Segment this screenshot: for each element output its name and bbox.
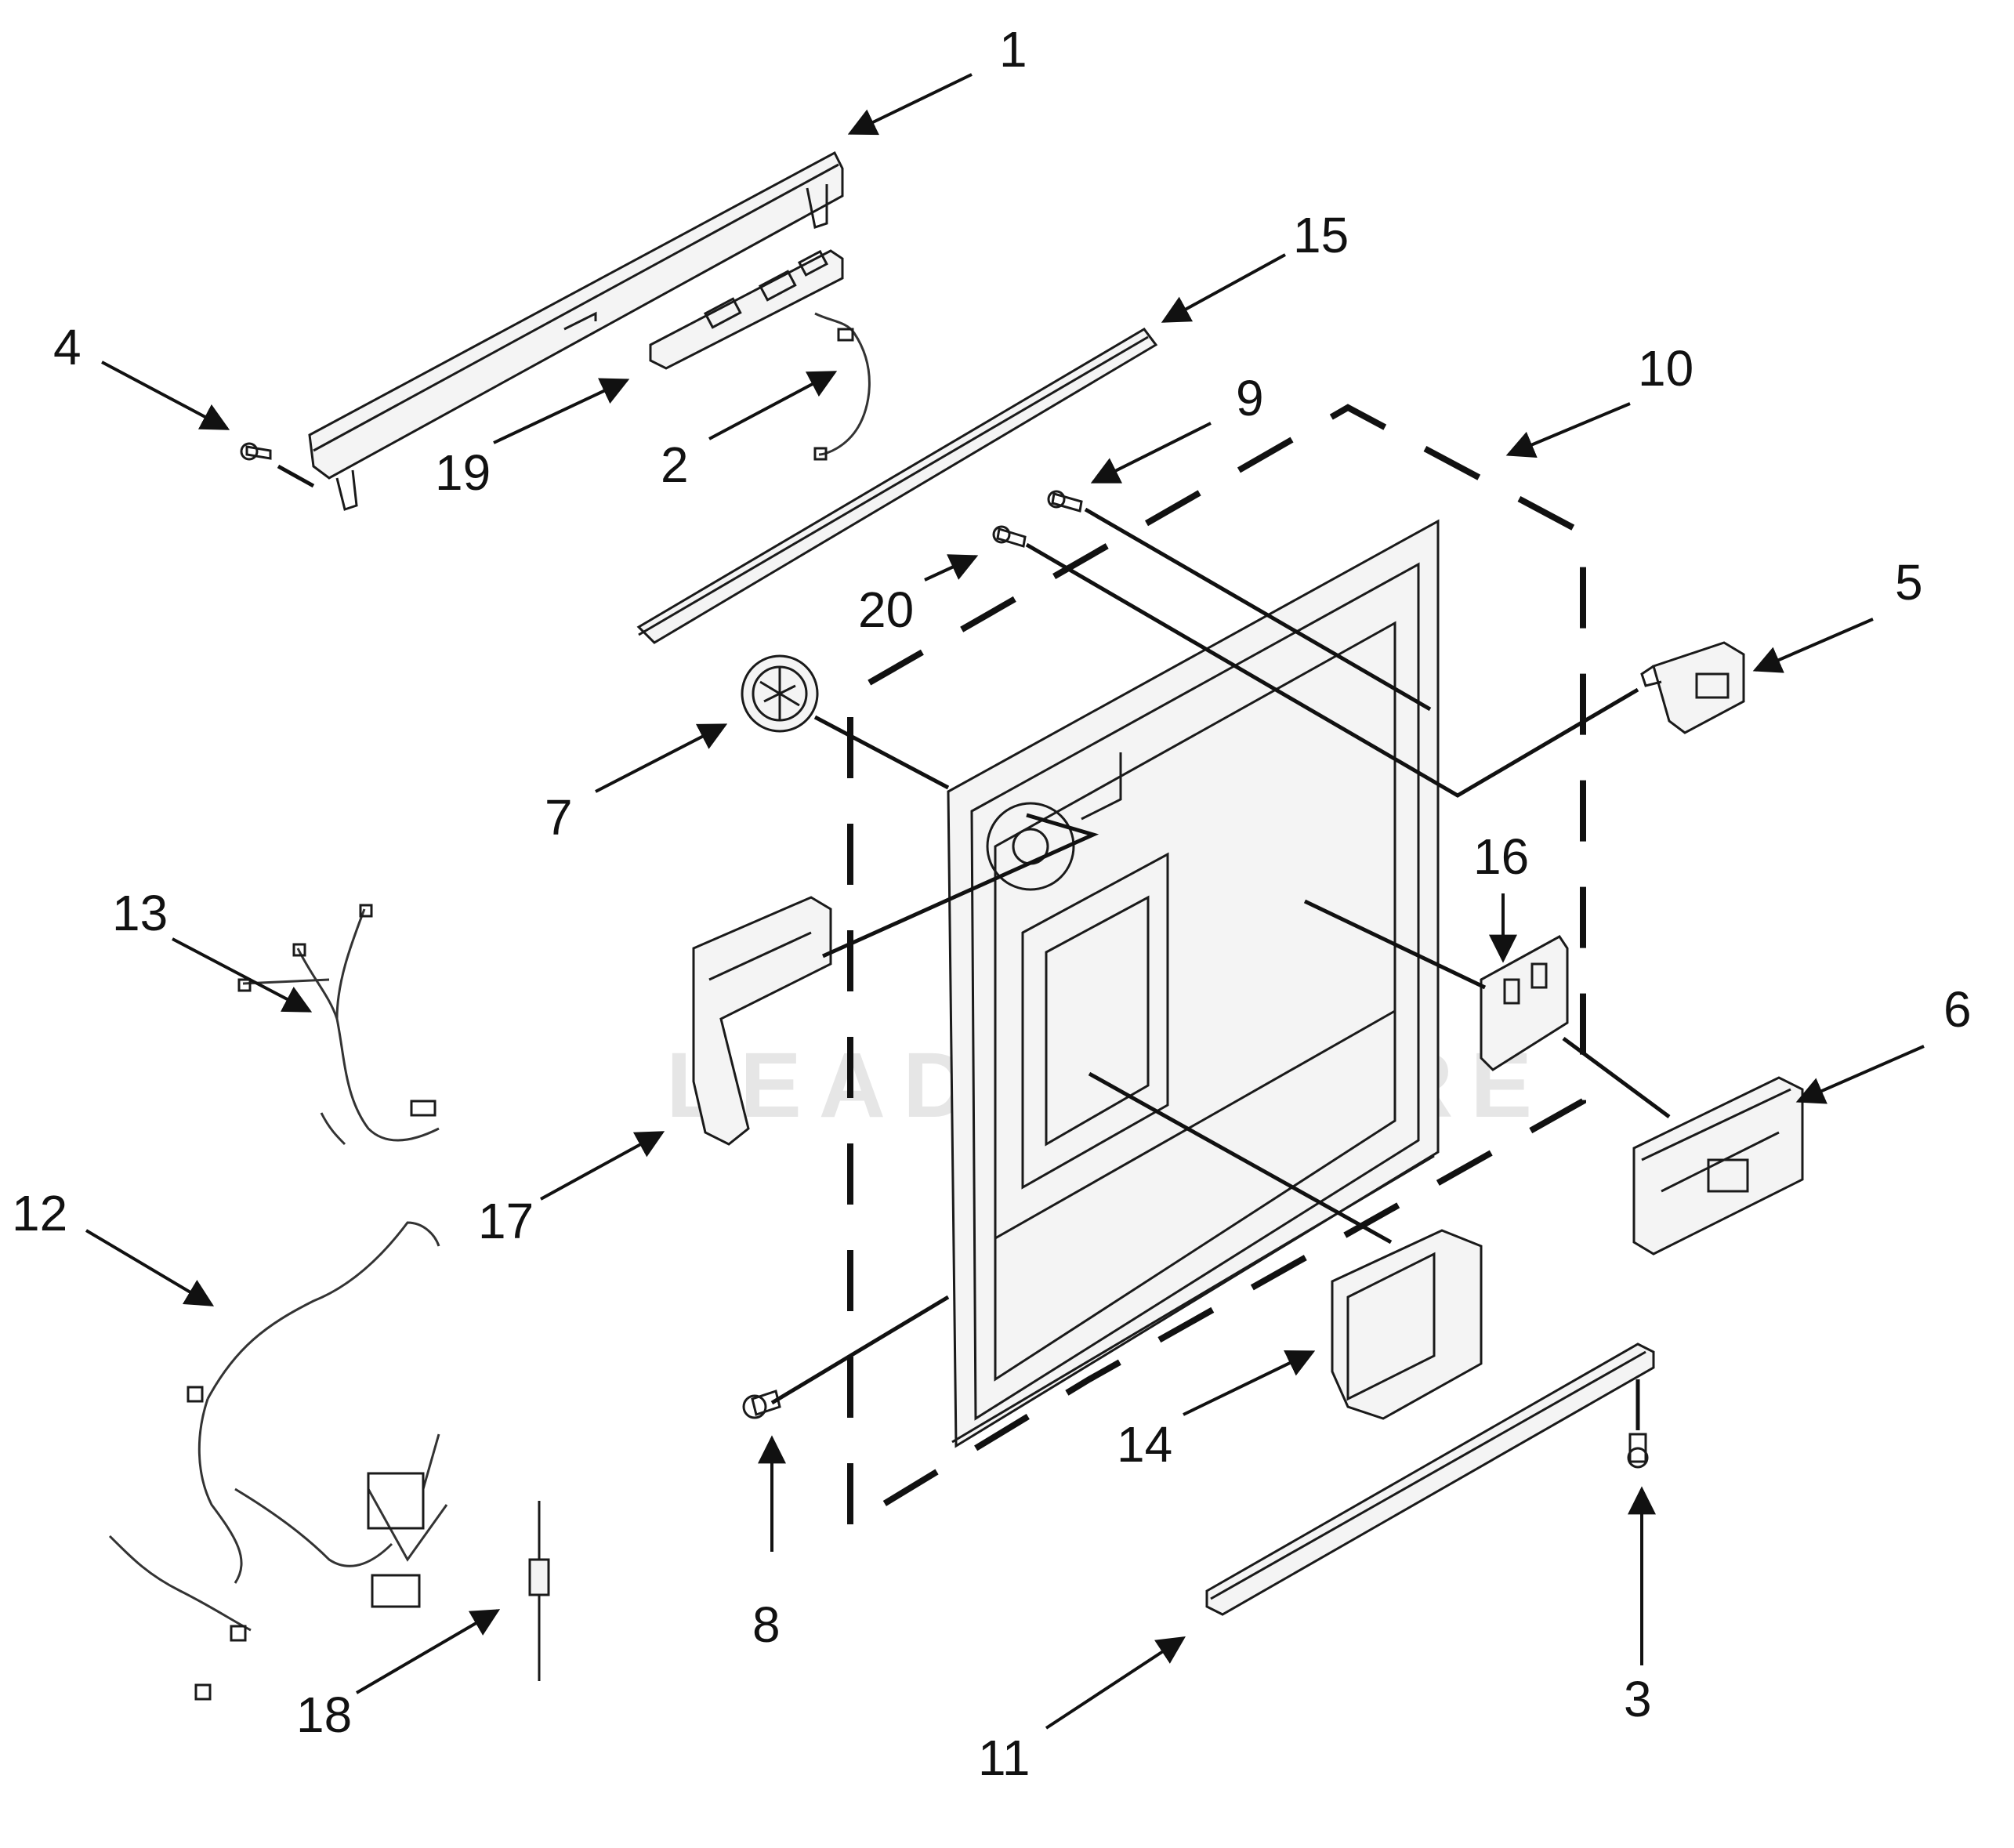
callout-16: 16 [1473,828,1529,885]
callout-9: 9 [1236,370,1264,426]
part-18-resistor [528,1501,550,1681]
part-6-control-module [1632,1076,1804,1256]
callout-19: 19 [435,444,491,501]
part-15-gasket-strip [636,328,1158,644]
part-9-screw [1047,490,1083,513]
part-4-screw [240,442,272,461]
part-3-screw [1627,1433,1649,1469]
callout-18: 18 [296,1687,352,1743]
callout-7: 7 [545,789,573,846]
part-16-bracket [1480,935,1569,1071]
callout-2: 2 [661,437,689,493]
callout-labels: 1 2 3 4 5 6 7 8 9 10 11 12 13 14 15 16 1… [12,21,1972,1786]
callout-20: 20 [858,582,914,638]
callout-12: 12 [12,1185,67,1241]
callout-6: 6 [1943,981,1972,1038]
part-1-top-trim [308,150,844,511]
part-2-wire-lead [813,312,871,461]
part-11-bottom-trim [1205,1343,1655,1616]
part-7-vent-cover [741,654,819,733]
callout-4: 4 [53,319,82,375]
part-19-control-board [649,249,844,370]
callout-arrows [85,73,1925,1730]
part-12-main-harness [108,1221,448,1701]
callout-3: 3 [1624,1671,1652,1727]
part-14-housing [1331,1229,1483,1420]
part-17-dispenser [692,896,832,1146]
part-5-latch [1640,641,1745,734]
callout-10: 10 [1638,340,1693,397]
callout-11: 11 [978,1730,1030,1786]
callout-13: 13 [112,885,168,941]
part-20-screw [992,525,1027,548]
part-8-screw [742,1390,781,1419]
leader-lines [277,464,1671,1430]
callout-17: 17 [478,1193,534,1249]
callout-1: 1 [999,21,1027,78]
door-inner-panel [947,519,1440,1448]
callout-8: 8 [752,1596,781,1653]
callout-14: 14 [1117,1416,1172,1473]
callout-15: 15 [1293,207,1349,263]
part-13-wire-harness [237,904,440,1146]
callout-5: 5 [1895,554,1923,611]
assembly-boundary-dashed [847,404,1586,1527]
